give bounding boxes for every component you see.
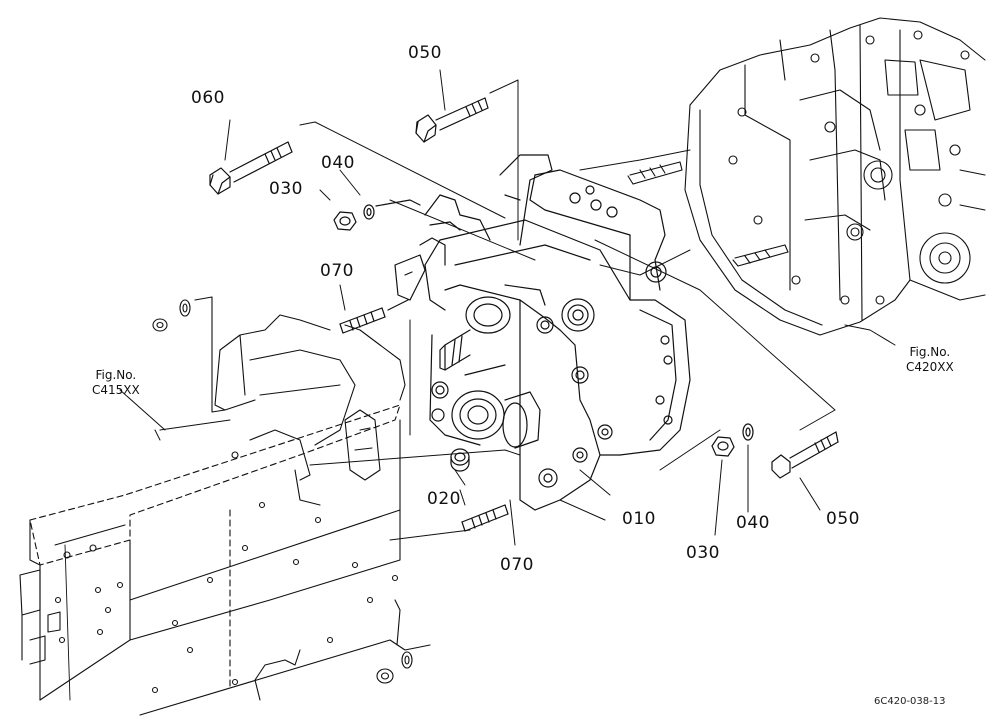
stud-070-top [339,299,409,334]
assembly-lines [119,69,896,546]
callout-020: 020 [427,489,461,509]
gear-case-010 [394,154,691,511]
figure-ref-left-line1: Fig.No. [95,368,137,382]
callout-050-top: 050 [408,43,442,63]
callout-060: 060 [191,88,225,108]
bolt-050-top [415,97,489,143]
bushing-020 [450,448,470,472]
callout-030-bottom: 030 [686,543,720,563]
figure-ref-right-line2: C420XX [906,360,954,374]
callout-010: 010 [622,509,656,529]
hardware-right [711,423,839,479]
callout-070-bottom: 070 [500,555,534,575]
nut-washer-top [333,199,421,231]
frame-hardware [152,296,413,684]
callout-070-top: 070 [320,261,354,281]
figure-ref-left-line2: C415XX [92,383,140,397]
drawing-code: 6C420-038-13 [874,696,946,707]
callout-040-top: 040 [321,153,355,173]
bolt-060 [209,141,293,195]
callout-030-top: 030 [269,179,303,199]
callout-050-bottom: 050 [826,509,860,529]
figure-ref-right-line1: Fig.No. [909,345,951,359]
figure-ref-right: Fig.No. C420XX [906,345,954,375]
figure-ref-left: Fig.No. C415XX [92,368,140,398]
transmission-case [627,17,986,336]
front-frame-assembly [19,314,431,716]
callout-040-bottom: 040 [736,513,770,533]
stud-070-bottom [461,504,509,532]
